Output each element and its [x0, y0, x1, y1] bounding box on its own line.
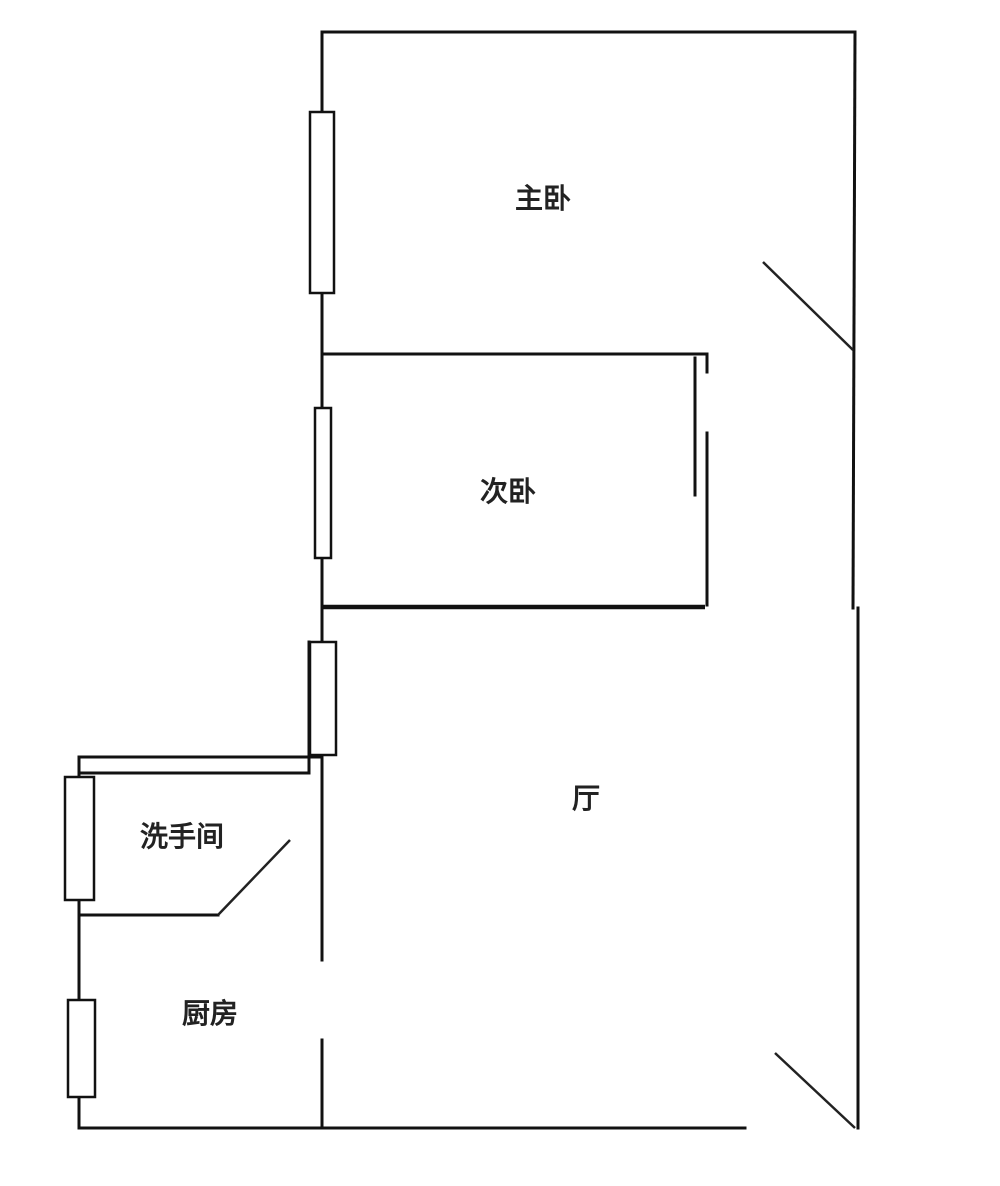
room-labels: 主卧 次卧 厅 洗手间 厨房 [140, 182, 600, 1030]
label-living-room: 厅 [572, 782, 600, 815]
window-master-bedroom [308, 110, 336, 295]
label-kitchen: 厨房 [182, 997, 238, 1030]
doors [217, 261, 856, 1129]
bathroom-door [217, 839, 291, 916]
window-living-room [308, 640, 338, 757]
bathroom-walls [77, 640, 324, 917]
exterior-walls [77, 30, 860, 1130]
label-master-bedroom: 主卧 [515, 182, 571, 215]
windows [63, 110, 338, 1099]
window-second-bedroom [313, 406, 333, 560]
master-bedroom-door [762, 261, 854, 351]
entrance-door [774, 1052, 856, 1129]
label-second-bedroom: 次卧 [480, 475, 536, 508]
window-kitchen [66, 998, 97, 1099]
window-bathroom [63, 775, 96, 902]
right-wall-upper [851, 30, 857, 610]
second-bedroom-walls [320, 352, 709, 610]
label-bathroom: 洗手间 [140, 820, 224, 853]
